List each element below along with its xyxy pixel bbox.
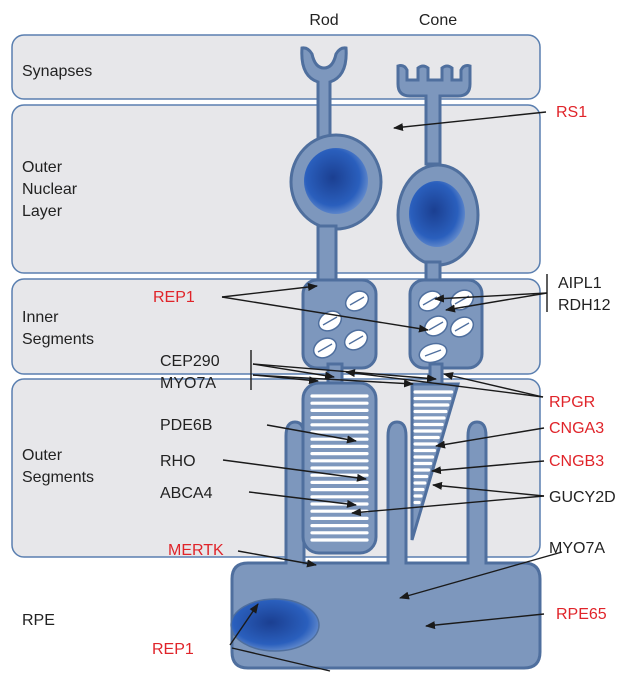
gene-rpgr: RPGR xyxy=(549,394,595,411)
rpe-label: RPE xyxy=(22,612,55,629)
rod-discs xyxy=(312,396,367,540)
gene-myo7a-rpe: MYO7A xyxy=(549,540,605,557)
gene-gucy2d: GUCY2D xyxy=(549,489,616,506)
gene-cngb3: CNGB3 xyxy=(549,453,604,470)
outer-segments-label-1: Outer xyxy=(22,447,63,464)
rod-nucleus xyxy=(304,148,368,214)
outer-nuclear-label-3: Layer xyxy=(22,203,63,220)
rod-header: Rod xyxy=(309,12,338,29)
outer-segments-label-2: Segments xyxy=(22,469,94,486)
inner-segments-label-1: Inner xyxy=(22,309,59,326)
cone-nucleus xyxy=(409,181,465,247)
gene-myo7a-inner: MYO7A xyxy=(160,375,216,392)
gene-aipl1: AIPL1 xyxy=(558,275,602,292)
gene-rdh12: RDH12 xyxy=(558,297,611,314)
gene-rs1: RS1 xyxy=(556,104,587,121)
inner-segments-label-2: Segments xyxy=(22,331,94,348)
gene-mertk: MERTK xyxy=(168,542,224,559)
gene-pde6b: PDE6B xyxy=(160,417,212,434)
gene-rpe65: RPE65 xyxy=(556,606,607,623)
gene-cep290: CEP290 xyxy=(160,353,220,370)
gene-abca4: ABCA4 xyxy=(160,485,213,502)
gene-rep1-top: REP1 xyxy=(153,289,195,306)
outer-nuclear-label-2: Nuclear xyxy=(22,181,78,198)
gene-rep1-bottom: REP1 xyxy=(152,641,194,658)
outer-nuclear-label-1: Outer xyxy=(22,159,63,176)
gene-rho: RHO xyxy=(160,453,196,470)
cone-header: Cone xyxy=(419,12,457,29)
gene-cnga3: CNGA3 xyxy=(549,420,604,437)
synapses-label: Synapses xyxy=(22,63,92,80)
